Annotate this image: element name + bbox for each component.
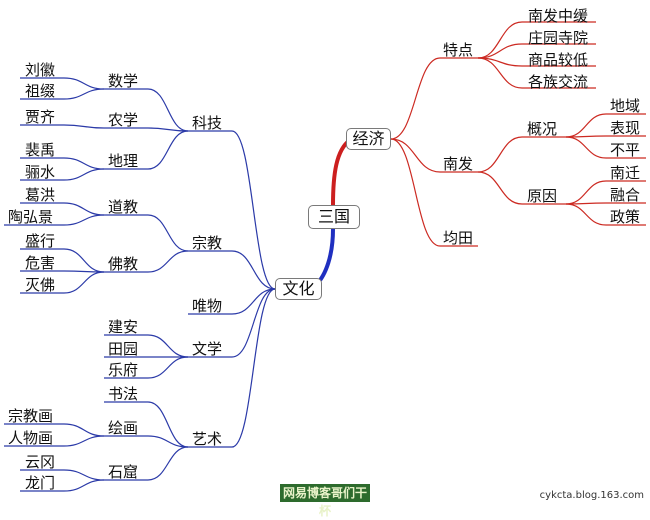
- link-yuanyin-c: [565, 203, 607, 226]
- link-gaikuang-c: [565, 136, 607, 159]
- leaf-nanfazhonghuan[interactable]: 南发中缓: [528, 7, 589, 25]
- leaf-zongjiaohua[interactable]: 宗教画: [8, 407, 54, 425]
- leaf-renwuhua[interactable]: 人物画: [8, 429, 54, 447]
- trunk-culture: [314, 228, 335, 287]
- leaf-yungang[interactable]: 云冈: [25, 453, 56, 471]
- leaf-miefo[interactable]: 灭佛: [25, 276, 56, 294]
- node-dili[interactable]: 地理: [108, 152, 139, 170]
- link-huihua-b: [63, 435, 105, 447]
- node-yuanyin[interactable]: 原因: [527, 187, 558, 205]
- mind-map: 三国 经济 文化 特点 南发中缓 庄园寺院 商品较低 各族交流 南发 概况 地域…: [4, 7, 646, 518]
- link-keji-dili: [147, 130, 189, 170]
- link-tedian-a: [477, 21, 523, 59]
- link-zongjiao-fojiao: [147, 250, 189, 273]
- leaf-jiaqi[interactable]: 贾齐: [25, 108, 56, 126]
- node-yishu[interactable]: 艺术: [192, 430, 223, 448]
- link-keji-shuxue: [147, 88, 189, 132]
- link-daojiao-a: [63, 202, 105, 216]
- blog-brand-banner[interactable]: 网易博客哥们干杯: [280, 484, 370, 518]
- link-culture-wenxue: [231, 288, 276, 358]
- leaf-longmen[interactable]: 龙门: [25, 474, 56, 492]
- node-juntian[interactable]: 均田: [443, 229, 474, 247]
- leaf-peiyu[interactable]: 裴禹: [25, 141, 56, 159]
- node-zongjiao[interactable]: 宗教: [192, 234, 223, 252]
- economy-hub[interactable]: 经济: [346, 128, 391, 150]
- leaf-weihai[interactable]: 危害: [25, 254, 56, 272]
- link-nanfa-gaikuang: [477, 136, 523, 173]
- leaf-shangpinjiaodi[interactable]: 商品较低: [528, 51, 589, 69]
- leaf-yuefu[interactable]: 乐府: [108, 361, 139, 379]
- root-node[interactable]: 三国: [308, 205, 360, 229]
- link-shuxue-b: [63, 88, 105, 100]
- link-culture-weiwu: [231, 288, 276, 315]
- node-weiwu[interactable]: 唯物: [192, 297, 223, 315]
- link-fojiao-a: [63, 248, 105, 273]
- leaf-lishui[interactable]: 骊水: [25, 163, 56, 181]
- leaf-diyu[interactable]: 地域: [610, 97, 641, 115]
- leaf-biaoxian[interactable]: 表现: [610, 119, 641, 137]
- link-culture-yishu: [231, 288, 276, 448]
- node-shiku[interactable]: 石窟: [108, 463, 139, 481]
- link-gaikuang-a: [565, 113, 607, 138]
- link-yishu-shiku: [147, 446, 189, 481]
- node-shuxue[interactable]: 数学: [108, 72, 139, 90]
- node-tedian[interactable]: 特点: [443, 41, 474, 59]
- link-tedian-b: [477, 43, 523, 59]
- leaf-nanqian[interactable]: 南迁: [610, 164, 641, 182]
- node-nanfa[interactable]: 南发: [443, 155, 474, 173]
- link-yishu-huihua: [147, 435, 189, 448]
- leaf-shengxing[interactable]: 盛行: [25, 232, 56, 250]
- leaf-ronghe[interactable]: 融合: [610, 186, 641, 204]
- link-tedian-d: [477, 57, 523, 89]
- link-dili-a: [63, 157, 105, 170]
- link-culture-keji: [231, 130, 276, 290]
- link-yuanyin-a: [565, 180, 607, 205]
- node-fojiao[interactable]: 佛教: [108, 255, 139, 273]
- link-yishu-shufa: [147, 401, 189, 448]
- link-wenxue-c: [147, 356, 189, 379]
- link-huihua-a: [63, 423, 105, 437]
- leaf-gezujiaoliu[interactable]: 各族交流: [528, 73, 589, 91]
- link-nanfa-yuanyin: [477, 171, 523, 205]
- link-economy-tedian: [390, 57, 441, 140]
- blog-url-credit[interactable]: cykcta.blog.163.com: [539, 490, 644, 501]
- node-daojiao[interactable]: 道教: [108, 198, 139, 216]
- connector-lines: [4, 21, 646, 492]
- leaf-zhengce[interactable]: 政策: [610, 208, 641, 226]
- leaf-buping[interactable]: 不平: [610, 141, 641, 159]
- link-culture-zongjiao: [231, 250, 276, 290]
- link-nongxue-a: [63, 124, 105, 129]
- node-gaikuang[interactable]: 概况: [527, 120, 558, 138]
- leaf-liuhui[interactable]: 刘徽: [25, 61, 56, 79]
- link-daojiao-b: [63, 214, 105, 226]
- link-keji-nongxue: [147, 127, 189, 132]
- node-huihua[interactable]: 绘画: [108, 419, 139, 437]
- link-economy-nanfa: [390, 138, 441, 173]
- node-keji[interactable]: 科技: [192, 114, 223, 132]
- link-shuxue-a: [63, 77, 105, 90]
- leaf-zuzhui[interactable]: 祖缀: [25, 82, 56, 100]
- leaf-tianyuan[interactable]: 田园: [108, 340, 139, 358]
- link-dili-b: [63, 168, 105, 181]
- node-nongxue[interactable]: 农学: [108, 111, 139, 129]
- trunk-economy: [331, 138, 352, 206]
- culture-hub[interactable]: 文化: [275, 278, 322, 300]
- leaf-jianan[interactable]: 建安: [108, 318, 139, 336]
- link-zongjiao-daojiao: [147, 214, 189, 252]
- leaf-gehong[interactable]: 葛洪: [25, 186, 56, 204]
- link-shiku-a: [63, 469, 105, 481]
- leaf-shufa[interactable]: 书法: [108, 385, 139, 403]
- link-economy-juntian: [390, 138, 441, 247]
- node-wenxue[interactable]: 文学: [192, 340, 223, 358]
- link-wenxue-a: [147, 334, 189, 358]
- leaf-zhuangyuansiyuan[interactable]: 庄园寺院: [528, 29, 589, 47]
- leaf-taohongjing[interactable]: 陶弘景: [8, 208, 54, 226]
- link-shiku-b: [63, 479, 105, 492]
- link-fojiao-c: [63, 271, 105, 294]
